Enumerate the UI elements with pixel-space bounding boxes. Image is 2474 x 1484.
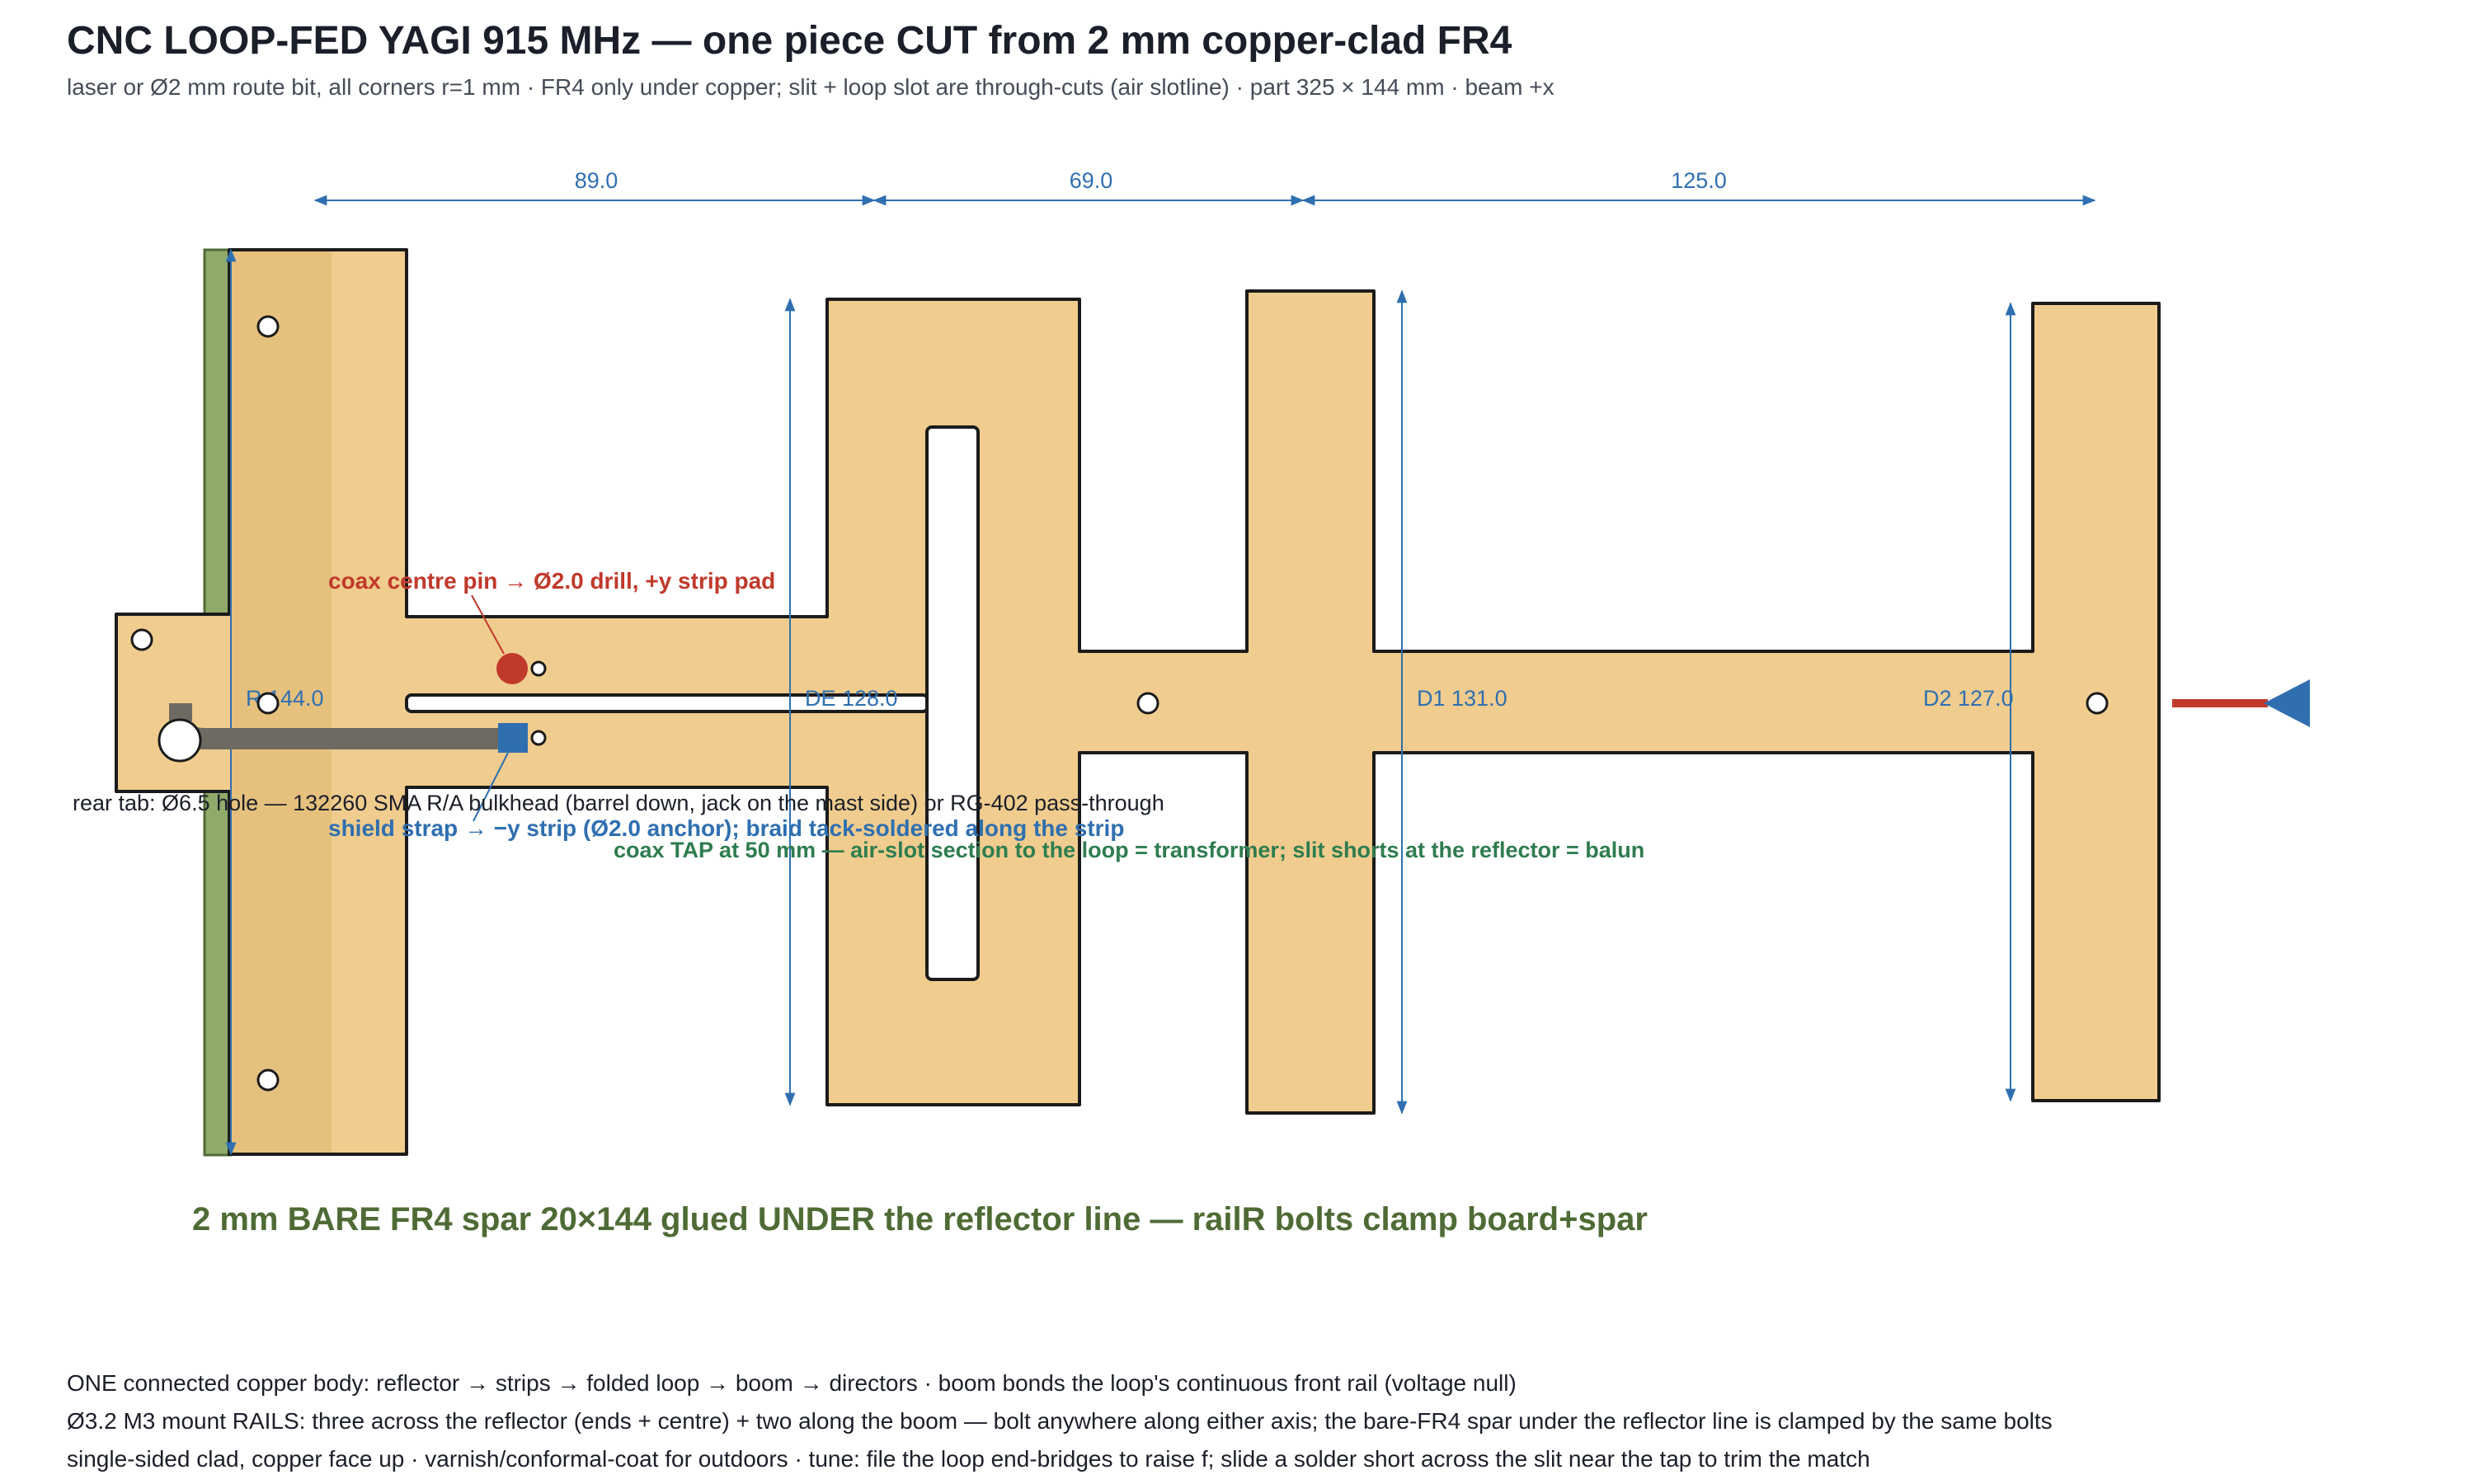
shield-pad [498, 723, 528, 753]
rear-tab-hole [130, 628, 153, 651]
coax-stub [169, 703, 192, 721]
spacing-label-1: 89.0 [575, 168, 618, 193]
boom-hole-1 [1136, 692, 1159, 715]
element-label-director2: D2 127.0 [1923, 686, 2014, 711]
spacing-label-2: 69.0 [1070, 168, 1113, 193]
element-label-reflector: R 144.0 [246, 686, 324, 711]
rear-tab-note: rear tab: Ø6.5 hole — 132260 SMA R/A bul… [73, 791, 1164, 815]
boom-hole-2 [2086, 692, 2109, 715]
page-title: CNC LOOP-FED YAGI 915 MHz — one piece CU… [67, 19, 1512, 63]
shield-strap-note: shield strap → −y strip (Ø2.0 anchor); b… [328, 815, 1124, 841]
centre-pin-pad [496, 653, 528, 684]
pad-hole-top [530, 660, 547, 677]
beam-arrow-head [2264, 679, 2310, 727]
reflector-shade [231, 251, 332, 1153]
element-label-driven: DE 128.0 [805, 686, 898, 711]
spar-note: 2 mm BARE FR4 spar 20×144 glued UNDER th… [192, 1201, 1648, 1237]
coax-tap-note: coax TAP at 50 mm — air-slot section to … [614, 838, 1644, 862]
mount-hole-bottom [256, 1068, 280, 1092]
sma-hole [158, 718, 202, 763]
page-subtitle: laser or Ø2 mm route bit, all corners r=… [67, 74, 1554, 100]
loop-slot [925, 425, 980, 981]
spacing-label-3: 125.0 [1671, 168, 1727, 193]
pad-hole-bottom [530, 730, 547, 746]
centre-pin-leader [471, 594, 505, 655]
footer-note-3: single-sided clad, copper face up · varn… [67, 1446, 1870, 1472]
mount-hole-top [256, 315, 280, 338]
shield-leader [473, 752, 509, 822]
footer-note-1: ONE connected copper body: reflector → s… [67, 1370, 1517, 1396]
footer-note-2: Ø3.2 M3 mount RAILS: three across the re… [67, 1408, 2053, 1434]
mount-hole-centre [256, 692, 280, 715]
element-label-director1: D1 131.0 [1417, 686, 1507, 711]
coax-pin-note: coax centre pin → Ø2.0 drill, +y strip p… [328, 568, 775, 594]
